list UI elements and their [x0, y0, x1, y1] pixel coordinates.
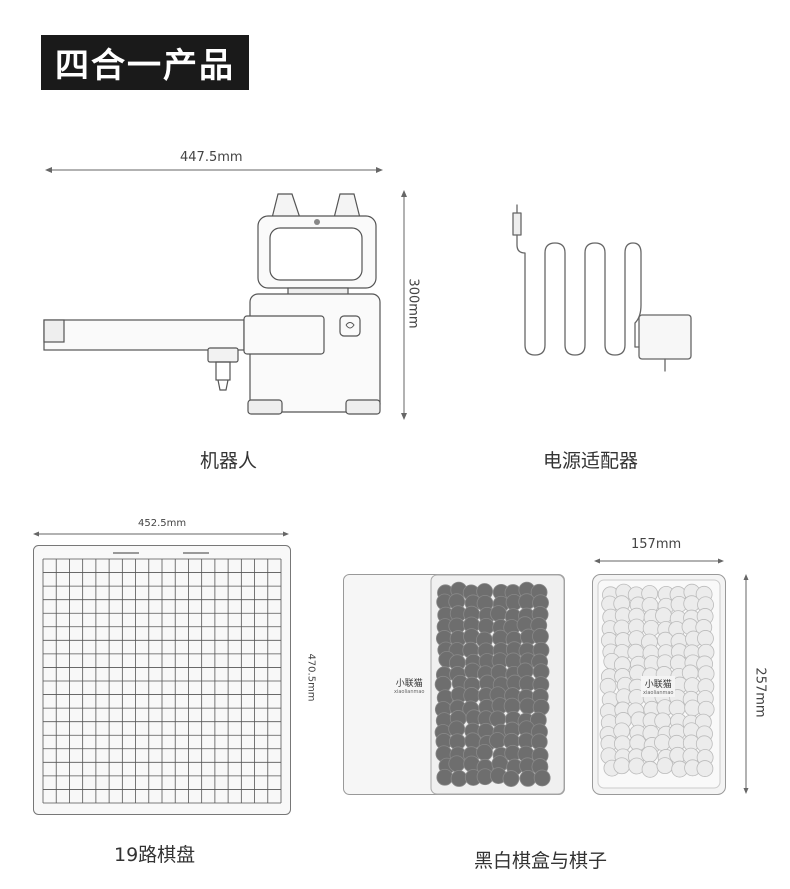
bowl-height-label: 257mm [752, 667, 768, 718]
white-box-brand: 小联猫 xiaolianmao [641, 676, 676, 697]
board-width-label: 452.5mm [138, 518, 187, 529]
stone [613, 757, 631, 775]
bowl-width-label: 157mm [631, 537, 682, 552]
robot-width-arrow [45, 167, 383, 173]
robot-height-label: 300mm [405, 278, 421, 329]
stone [436, 768, 454, 786]
robot-illustration [43, 193, 381, 415]
stone [450, 770, 468, 787]
board-grid [42, 558, 282, 804]
stone [490, 605, 507, 623]
bowl-height-arrow [743, 574, 749, 794]
black-stone-box [343, 574, 565, 795]
bowls-caption: 黑白棋盒与棋子 [474, 850, 608, 872]
black-stones [434, 581, 551, 787]
brand-cn: 小联猫 [395, 679, 423, 689]
stone [696, 760, 714, 777]
stone [502, 770, 520, 787]
adapter-caption: 电源适配器 [543, 450, 639, 472]
stone [519, 770, 537, 787]
stone [489, 732, 506, 749]
brand-en: xiaolianmao [643, 690, 674, 696]
go-board [33, 545, 291, 815]
robot-width-label: 447.5mm [180, 150, 243, 165]
section-title: 四合一产品 [41, 35, 249, 90]
robot-height-arrow [401, 190, 407, 420]
brand-en: xiaolianmao [394, 689, 425, 695]
robot-caption: 机器人 [200, 450, 258, 472]
stone [655, 607, 672, 625]
stone [641, 745, 658, 763]
board-width-arrow [33, 531, 289, 537]
board-height-label: 470.5mm [305, 653, 317, 702]
stone [641, 760, 659, 778]
board-caption: 19路棋盘 [114, 844, 196, 866]
adapter-illustration [512, 204, 692, 372]
brand-cn: 小联猫 [644, 680, 672, 690]
stone [476, 743, 493, 761]
stone [656, 757, 674, 775]
bowl-width-arrow [594, 558, 724, 564]
stone [448, 755, 466, 773]
stone [533, 769, 551, 787]
black-box-brand: 小联猫 xiaolianmao [394, 676, 424, 695]
stone [654, 734, 671, 751]
